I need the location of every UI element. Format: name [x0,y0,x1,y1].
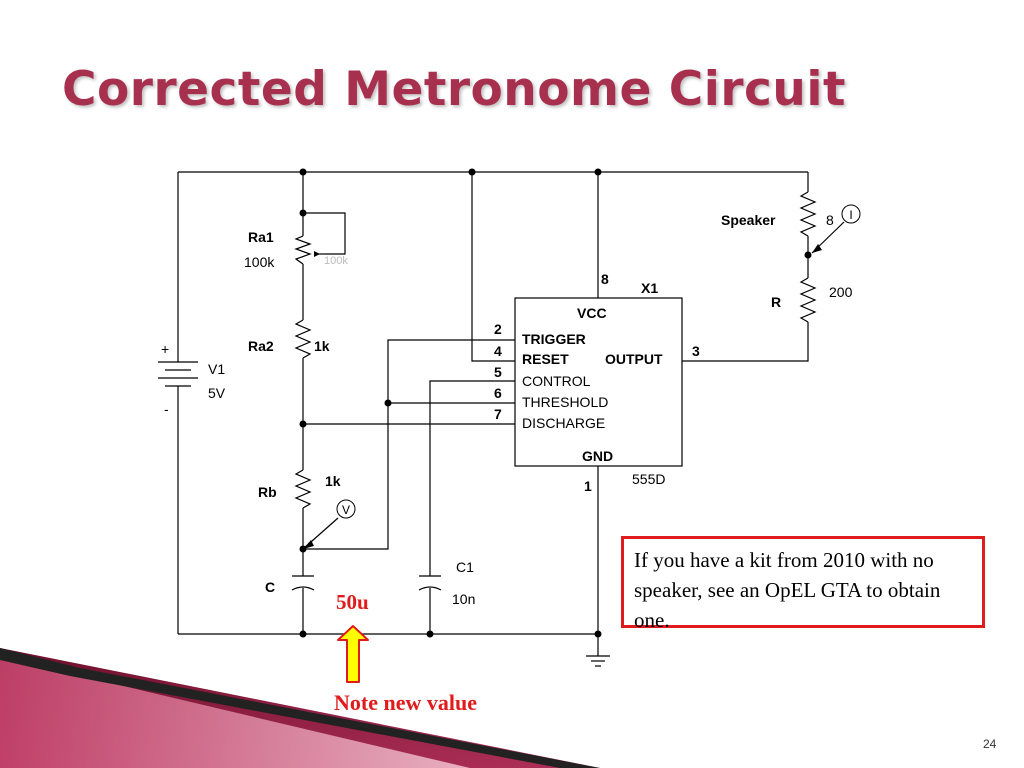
v1-value: 5V [208,385,226,401]
rb-resistor [294,469,312,509]
v1-name: V1 [208,361,225,377]
ic-output-label: OUTPUT [605,351,663,367]
capacitor-c [291,575,315,591]
arrow-up-icon [337,625,369,683]
circuit-wires [177,171,809,656]
pin-threshold-number: 6 [494,385,502,401]
ic-trigger-label: TRIGGER [522,331,586,347]
current-probe: I [811,204,861,254]
callout-box: If you have a kit from 2010 with no spea… [621,536,985,632]
pin-discharge-number: 7 [494,406,502,422]
ic-reset-label: RESET [522,351,569,367]
c1-name: C1 [456,559,474,575]
callout-text: If you have a kit from 2010 with no spea… [634,548,941,632]
pin-vcc-number: 8 [601,271,609,287]
ic-gnd-label: GND [582,448,613,464]
rb-name: Rb [258,484,277,500]
junction-dots [299,168,812,638]
rb-value: 1k [325,473,341,489]
pin-reset-number: 4 [494,343,502,359]
battery-plus: + [161,341,169,357]
ic-vcc-label: VCC [577,305,607,321]
battery-v1 [158,361,198,392]
ra1-value: 100k [244,254,275,270]
ic-control-label: CONTROL [522,373,591,389]
r-resistor [799,277,817,323]
decorative-swoosh [0,648,600,768]
ra1-ghost-label: 100k [324,255,348,267]
speaker-resistor [799,191,817,237]
ra2-resistor [294,319,312,359]
battery-minus: - [164,401,169,417]
slide-title: Corrected Metronome Circuit [62,62,846,117]
pin-trigger-number: 2 [494,321,502,337]
ra2-name: Ra2 [248,338,274,354]
ic-threshold-label: THRESHOLD [522,394,608,410]
note-new-value-label: Note new value [334,690,477,715]
r-name: R [771,294,781,310]
c-name: C [265,579,275,595]
ic-part: 555D [632,471,665,487]
ra1-name: Ra1 [248,229,274,245]
voltage-probe: V [302,499,356,550]
capacitor-c1 [418,575,442,591]
ic-ref: X1 [641,280,658,296]
slide-number: 24 [983,737,997,751]
ground-symbol [586,655,610,667]
ic-discharge-label: DISCHARGE [522,415,605,431]
c1-value: 10n [452,591,475,607]
current-probe-label: I [849,208,852,222]
speaker-value: 8 [826,212,834,228]
speaker-name: Speaker [721,212,776,228]
voltage-probe-label: V [342,503,350,517]
ic-555 [514,297,683,467]
pin-gnd-number: 1 [584,478,592,494]
capacitor-c-value: 50u [336,590,369,614]
ra1-resistor: 100k [294,235,348,267]
pin-control-number: 5 [494,364,502,380]
ra2-value: 1k [314,338,330,354]
pin-output-number: 3 [692,343,700,359]
r-value: 200 [829,284,853,300]
